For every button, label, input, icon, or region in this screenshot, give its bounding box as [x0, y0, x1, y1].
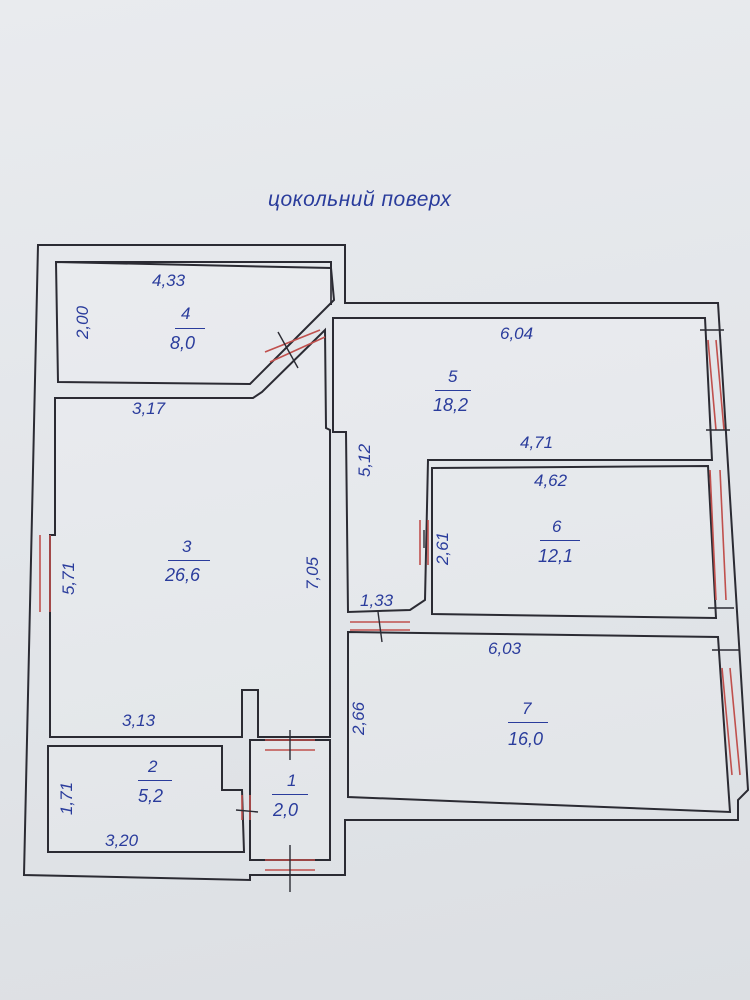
dim-room3-height: 7,05	[303, 556, 323, 591]
room-4-divider	[175, 328, 205, 330]
dim-room7-height: 2,66	[349, 701, 369, 736]
room-7-divider	[508, 722, 548, 724]
room-3-area: 26,6	[165, 565, 201, 585]
room-6-area: 12,1	[538, 546, 574, 566]
sheet-title: цокольний поверх	[268, 188, 452, 211]
room-5-divider	[435, 390, 471, 392]
dim-room6-height: 2,61	[433, 531, 453, 566]
room-1-divider	[272, 794, 308, 796]
dim-room4-height: 2,00	[73, 305, 93, 340]
outer-wall	[22, 244, 750, 882]
dim-room3-top: 3,17	[132, 399, 166, 418]
dim-room4-width: 4,33	[152, 271, 186, 290]
dim-room7-width: 6,03	[488, 639, 522, 658]
room-6-outline	[431, 464, 718, 620]
dim-room2-height: 1,71	[57, 781, 77, 816]
dim-room3-bottom: 3,13	[122, 711, 156, 730]
room-1-number: 1	[287, 771, 297, 790]
room-4-outline	[54, 260, 336, 386]
room-3-outline	[49, 327, 331, 738]
room-2-divider	[138, 780, 172, 782]
room-3-divider	[168, 560, 210, 562]
room-3-number: 3	[182, 537, 192, 556]
room-7-area: 16,0	[508, 729, 544, 749]
dim-room3-left: 5,71	[59, 561, 79, 596]
dim-room5-inner: 4,71	[520, 433, 554, 452]
room-6-divider	[540, 540, 580, 542]
room-4-area: 8,0	[170, 333, 196, 353]
room-7-number: 7	[522, 699, 532, 718]
room-6-number: 6	[552, 517, 562, 536]
dim-room6-width: 4,62	[534, 471, 568, 490]
room-5-outline	[332, 317, 714, 614]
dim-room5-width: 6,04	[500, 324, 534, 343]
room-5-number: 5	[448, 367, 458, 386]
room-1-area: 2,0	[273, 800, 299, 820]
room-2-area: 5,2	[138, 786, 164, 806]
room-2-outline	[47, 745, 246, 853]
room-2-number: 2	[148, 757, 158, 776]
dim-room5-height: 5,12	[355, 443, 375, 478]
room-4-number: 4	[181, 304, 191, 323]
dim-room2-width: 3,20	[105, 831, 139, 850]
room-5-area: 18,2	[433, 395, 469, 415]
dim-corridor: 1,33	[360, 591, 394, 610]
outer-wall-inner	[56, 261, 332, 305]
